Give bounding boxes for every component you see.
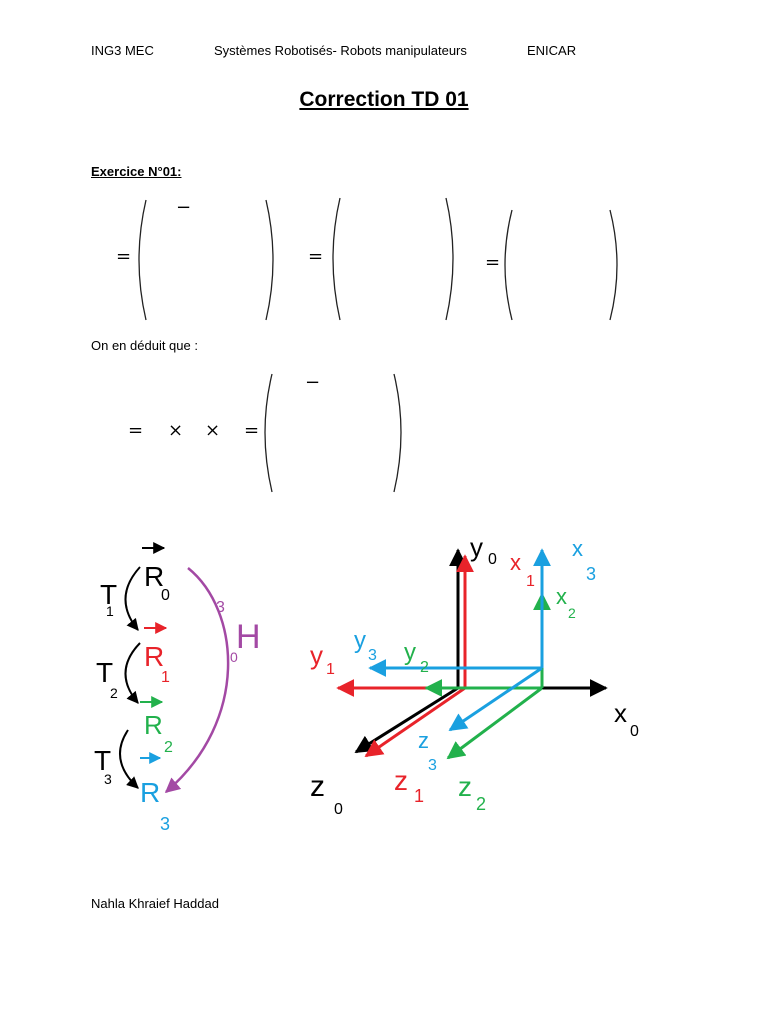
frame-sub-r0: 0 bbox=[161, 587, 170, 604]
transform-label-t3: T bbox=[94, 745, 111, 776]
label-x0: x bbox=[614, 698, 627, 728]
label-x3-sub: 3 bbox=[586, 564, 596, 584]
axis-z0 bbox=[354, 686, 459, 754]
equals-sign: = bbox=[308, 246, 324, 267]
axis-z2 bbox=[446, 686, 543, 760]
axis-z3 bbox=[448, 666, 543, 732]
equals-sign: = bbox=[485, 252, 501, 273]
label-y0-sub: 0 bbox=[488, 551, 497, 568]
label-x1-sub: 1 bbox=[526, 573, 535, 590]
deduction-text: On en déduit que : bbox=[91, 338, 198, 353]
label-z0: z bbox=[310, 770, 325, 803]
label-y1: y bbox=[310, 640, 323, 670]
transform-label-t1: T bbox=[100, 579, 117, 610]
label-x2-sub: 2 bbox=[568, 605, 576, 621]
frame-label-r2: R bbox=[144, 710, 163, 740]
equals-sign: = bbox=[116, 246, 132, 267]
transform-arc-t1 bbox=[124, 566, 141, 631]
equals-sign: = bbox=[244, 420, 260, 441]
label-x1: x bbox=[510, 550, 521, 575]
transform-label-t2: T bbox=[96, 657, 113, 688]
composite-sub: 0 bbox=[230, 649, 238, 665]
transform-arc-t2 bbox=[124, 642, 141, 704]
transform-sub-t1: 1 bbox=[106, 603, 114, 619]
composite-super: 3 bbox=[216, 599, 225, 616]
composite-arc bbox=[164, 567, 230, 793]
label-y2-sub: 2 bbox=[420, 659, 429, 676]
transform-arc-t3 bbox=[119, 729, 139, 789]
label-z2: z bbox=[458, 771, 472, 802]
axis-z1 bbox=[364, 686, 466, 758]
frame-sub-r1: 1 bbox=[161, 669, 170, 686]
page-title: Correction TD 01 bbox=[299, 88, 469, 111]
label-y2: y bbox=[404, 639, 416, 666]
header-subject: Systèmes Robotisés- Robots manipulateurs bbox=[214, 43, 467, 58]
header-school: ENICAR bbox=[527, 43, 577, 58]
label-x3: x bbox=[572, 536, 583, 561]
composite-label: H bbox=[236, 618, 261, 656]
label-y0: y bbox=[470, 532, 483, 562]
equals-sign: = bbox=[128, 420, 144, 441]
frame-label-r0: R bbox=[144, 561, 164, 592]
label-z0-sub: 0 bbox=[334, 801, 343, 818]
transform-sub-t2: 2 bbox=[110, 685, 118, 701]
label-z3: z bbox=[418, 728, 429, 753]
label-y3-sub: 3 bbox=[368, 647, 377, 664]
frame-sub-r3: 3 bbox=[160, 814, 170, 834]
header-course: ING3 MEC bbox=[91, 43, 154, 58]
label-y1-sub: 1 bbox=[326, 661, 335, 678]
author-name: Nahla Khraief Haddad bbox=[91, 896, 219, 911]
transform-sub-t3: 3 bbox=[104, 771, 112, 787]
times-sign: × bbox=[205, 420, 221, 441]
times-sign: × bbox=[168, 420, 184, 441]
label-z2-sub: 2 bbox=[476, 794, 486, 814]
minus-sign: − bbox=[305, 372, 321, 393]
label-y3: y bbox=[354, 627, 366, 654]
label-z1: z bbox=[394, 765, 408, 796]
label-x0-sub: 0 bbox=[630, 723, 639, 740]
minus-sign: − bbox=[176, 197, 192, 218]
frame-label-r3: R bbox=[140, 777, 160, 808]
frame-label-r1: R bbox=[144, 641, 164, 672]
label-z1-sub: 1 bbox=[414, 786, 424, 806]
frame-sub-r2: 2 bbox=[164, 739, 173, 756]
label-z3-sub: 3 bbox=[428, 757, 437, 774]
label-x2: x bbox=[556, 584, 567, 609]
exercise-title: Exercice N°01: bbox=[91, 164, 182, 179]
